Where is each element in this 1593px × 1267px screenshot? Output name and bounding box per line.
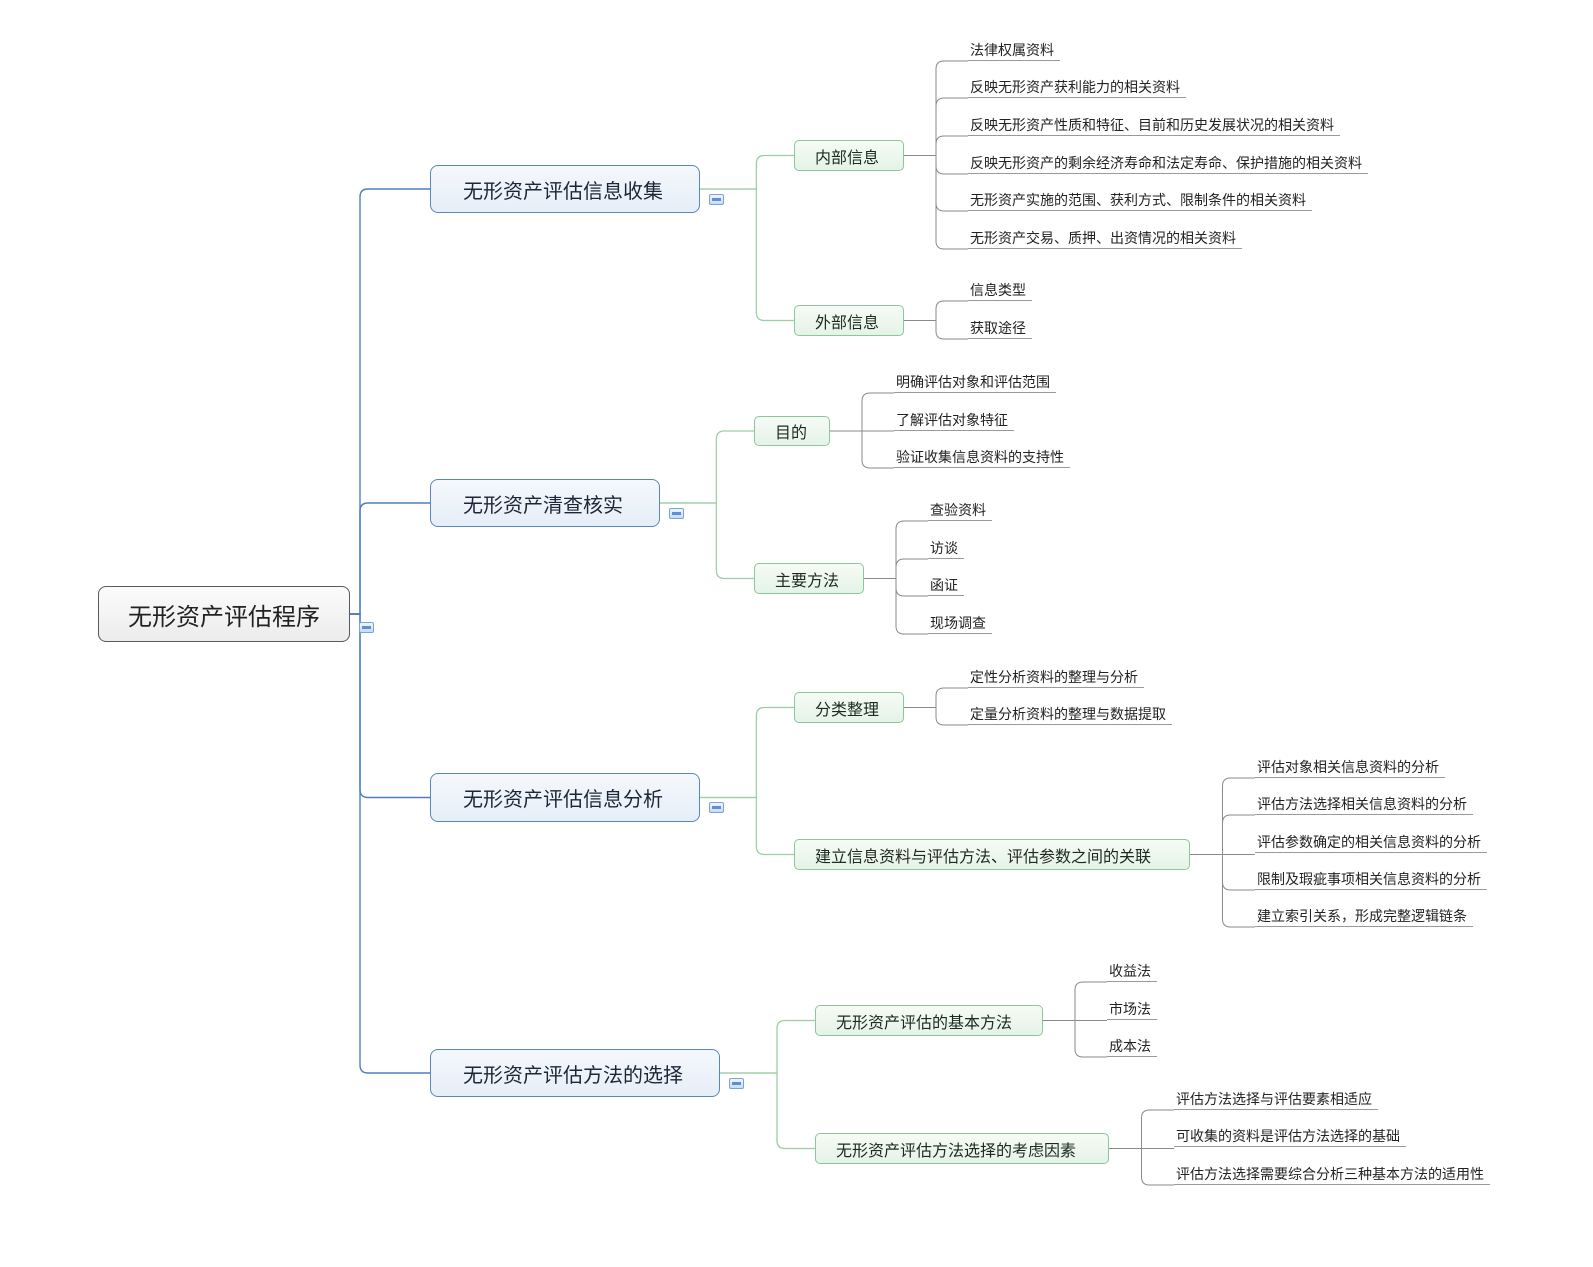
connector-line [700,796,794,856]
leaf-topic[interactable]: 法律权属资料 [968,41,1060,61]
connector-line [904,97,968,156]
branch-information-collection[interactable]: 无形资产评估信息收集 [430,165,700,213]
leaf-topic[interactable]: 反映无形资产性质和特征、目前和历史发展状况的相关资料 [968,116,1340,136]
connector-line [904,300,968,321]
note-icon[interactable] [669,508,684,519]
leaf-topic[interactable]: 评估方法选择与评估要素相适应 [1174,1090,1378,1110]
leaf-topic[interactable]: 评估方法选择需要综合分析三种基本方法的适用性 [1174,1165,1490,1185]
leaf-topic[interactable]: 定性分析资料的整理与分析 [968,668,1144,688]
branch-inventory-verification[interactable]: 无形资产清查核实 [430,479,660,527]
branch-method-selection[interactable]: 无形资产评估方法的选择 [430,1049,720,1097]
connector-line [350,613,430,799]
subtopic-purpose[interactable]: 目的 [754,416,830,446]
connector-line [1190,777,1255,855]
leaf-topic[interactable]: 了解评估对象特征 [894,411,1014,431]
subtopic-link-info-methods[interactable]: 建立信息资料与评估方法、评估参数之间的关联 [794,839,1190,870]
leaf-topic[interactable]: 反映无形资产的剩余经济寿命和法定寿命、保护措施的相关资料 [968,154,1368,174]
connector-line [720,1019,815,1074]
connector-line [904,707,968,726]
connector-line [864,578,928,635]
note-icon[interactable] [709,802,724,813]
connector-line [1190,814,1255,855]
note-icon[interactable] [359,622,374,633]
connector-line [350,502,430,615]
leaf-topic[interactable]: 定量分析资料的整理与数据提取 [968,705,1172,725]
subtopic-main-methods[interactable]: 主要方法 [754,563,864,594]
subtopic-internal-info[interactable]: 内部信息 [794,140,904,171]
leaf-topic[interactable]: 函证 [928,576,964,596]
leaf-topic[interactable]: 收益法 [1107,962,1157,982]
leaf-topic[interactable]: 现场调查 [928,614,992,634]
leaf-topic[interactable]: 明确评估对象和评估范围 [894,373,1056,393]
leaf-topic[interactable]: 限制及瑕疵事项相关信息资料的分析 [1255,870,1487,890]
connector-line [904,320,968,340]
leaf-topic[interactable]: 市场法 [1107,1000,1157,1020]
leaf-topic[interactable]: 信息类型 [968,281,1032,301]
leaf-topic[interactable]: 无形资产交易、质押、出资情况的相关资料 [968,229,1242,249]
connector-line [830,430,894,469]
leaf-topic[interactable]: 获取途径 [968,319,1032,339]
subtopic-classification[interactable]: 分类整理 [794,692,904,723]
leaf-topic[interactable]: 查验资料 [928,501,992,521]
connector-line [700,154,794,190]
note-icon[interactable] [709,194,724,205]
leaf-topic[interactable]: 评估方法选择相关信息资料的分析 [1255,795,1473,815]
subtopic-basic-methods[interactable]: 无形资产评估的基本方法 [815,1005,1043,1036]
connector-line [350,613,430,1074]
leaf-topic[interactable]: 反映无形资产获利能力的相关资料 [968,78,1186,98]
leaf-topic[interactable]: 评估对象相关信息资料的分析 [1255,758,1445,778]
leaf-topic[interactable]: 可收集的资料是评估方法选择的基础 [1174,1127,1406,1147]
root-topic[interactable]: 无形资产评估程序 [98,586,350,642]
connector-line [864,520,928,579]
connector-line [350,188,430,615]
connector-line [720,1072,815,1150]
branch-information-analysis[interactable]: 无形资产评估信息分析 [430,773,700,822]
connector-line [1109,1148,1174,1186]
connector-line [904,687,968,708]
connector-line [660,502,754,580]
leaf-topic[interactable]: 建立索引关系，形成完整逻辑链条 [1255,907,1473,927]
connector-line [1190,854,1255,928]
connector-line [904,155,968,250]
connector-line [660,430,754,504]
leaf-topic[interactable]: 成本法 [1107,1037,1157,1057]
connector-line [700,188,794,322]
subtopic-selection-factors[interactable]: 无形资产评估方法选择的考虑因素 [815,1133,1109,1164]
connector-line [830,392,894,432]
leaf-topic[interactable]: 访谈 [928,539,964,559]
connector-line [700,706,794,799]
note-icon[interactable] [729,1078,744,1089]
leaf-topic[interactable]: 验证收集信息资料的支持性 [894,448,1070,468]
connector-line [904,60,968,156]
connector-line [1043,981,1107,1021]
connector-line [1109,1109,1174,1149]
connector-line [904,135,968,156]
subtopic-external-info[interactable]: 外部信息 [794,305,904,336]
leaf-topic[interactable]: 无形资产实施的范围、获利方式、限制条件的相关资料 [968,191,1312,211]
connector-line [864,558,928,579]
connector-line [1043,1020,1107,1058]
leaf-topic[interactable]: 评估参数确定的相关信息资料的分析 [1255,833,1487,853]
